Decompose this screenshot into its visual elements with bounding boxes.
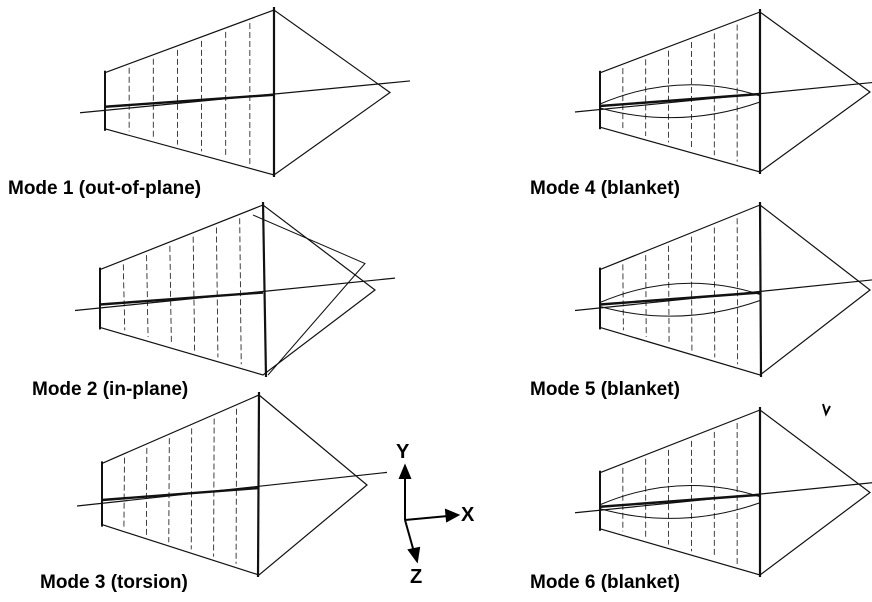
longeron-line [599, 92, 761, 108]
longeron-line [99, 291, 264, 306]
mode-3-sketch [76, 391, 388, 578]
mode-5-sketch [574, 201, 872, 378]
panel-line [622, 264, 624, 331]
panel-line [216, 227, 219, 358]
y-arrowhead [398, 463, 412, 479]
panel-line [239, 218, 242, 365]
blanket-deflection-curve [599, 502, 761, 519]
mode-4-caption: Mode 4 (blanket) [530, 178, 680, 199]
panel-line [213, 418, 215, 557]
longeron-line [599, 493, 761, 508]
blanket-outline [101, 394, 368, 576]
panel-line [122, 264, 126, 331]
mode-5-caption: Mode 5 (blanket) [530, 379, 680, 400]
mode-4-sketch [574, 9, 872, 174]
panel-line [235, 408, 237, 564]
panel-line [645, 255, 647, 338]
coordinate-triad [398, 463, 461, 564]
blanket-outline [99, 204, 376, 376]
blanket-outline [599, 409, 871, 576]
blanket-deflection-curve [599, 282, 761, 303]
z-arrowhead [407, 546, 421, 564]
x-axis-label: X [461, 504, 475, 526]
mode-6-caption: Mode 6 (blanket) [530, 572, 680, 593]
blanket-deflection-curve [599, 300, 761, 317]
mode-2-caption: Mode 2 (in-plane) [32, 379, 189, 400]
blanket-outline [599, 11, 872, 173]
mode-6-sketch [574, 407, 872, 577]
mode-drawings [74, 7, 872, 578]
x-axis-arrow [404, 515, 449, 521]
blanket-outline [104, 9, 392, 176]
z-axis-arrow [404, 519, 415, 553]
longeron-line [101, 486, 260, 502]
mode-2-sketch [74, 201, 396, 378]
panel-line [145, 447, 148, 536]
mode-1-caption: Mode 1 (out-of-plane) [8, 178, 202, 199]
stray-mark [822, 403, 831, 417]
x-arrowhead [444, 508, 461, 523]
mast-line [758, 201, 763, 378]
panel-line [146, 255, 149, 338]
panel-line [713, 227, 716, 358]
mode-3-caption: Mode 3 (torsion) [40, 572, 188, 593]
blanket-deflection-curve [599, 101, 761, 119]
panel-line [169, 245, 172, 344]
longeron-line [104, 93, 275, 108]
deflected-tip [252, 214, 366, 376]
z-axis-label: Z [410, 566, 423, 588]
blanket-deflection-curve [599, 84, 761, 105]
panel-line [190, 428, 193, 550]
panel-line [192, 236, 196, 351]
panel-line [168, 438, 170, 543]
panel-line [736, 218, 739, 365]
panel-line [691, 236, 693, 351]
blanket-deflection-curve [599, 485, 761, 506]
panel-line [668, 245, 670, 344]
longeron-line [599, 291, 761, 306]
blanket-outline [599, 204, 871, 376]
mode-1-sketch [79, 7, 411, 177]
panel-line [123, 457, 125, 528]
mast-line [256, 391, 261, 578]
mast-line [261, 201, 268, 378]
y-axis-label: Y [396, 441, 410, 463]
